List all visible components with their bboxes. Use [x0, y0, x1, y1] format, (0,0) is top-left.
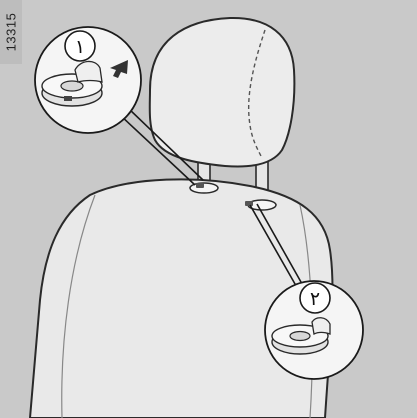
detail-circle-2	[264, 280, 364, 380]
callout-1-label: ١	[75, 36, 85, 58]
headrest	[148, 16, 296, 168]
headrest-seam	[247, 29, 266, 159]
detail-circle-1	[34, 26, 142, 134]
seat-side-bolster	[61, 194, 96, 418]
callout-2: ٢	[299, 282, 331, 314]
figure-id-tag: 13315	[0, 0, 22, 64]
callout-2-label: ٢	[310, 288, 320, 310]
headrest-release-button-icon	[196, 183, 253, 206]
figure-id-text: 13315	[3, 12, 19, 52]
callout-1: ١	[64, 30, 96, 62]
